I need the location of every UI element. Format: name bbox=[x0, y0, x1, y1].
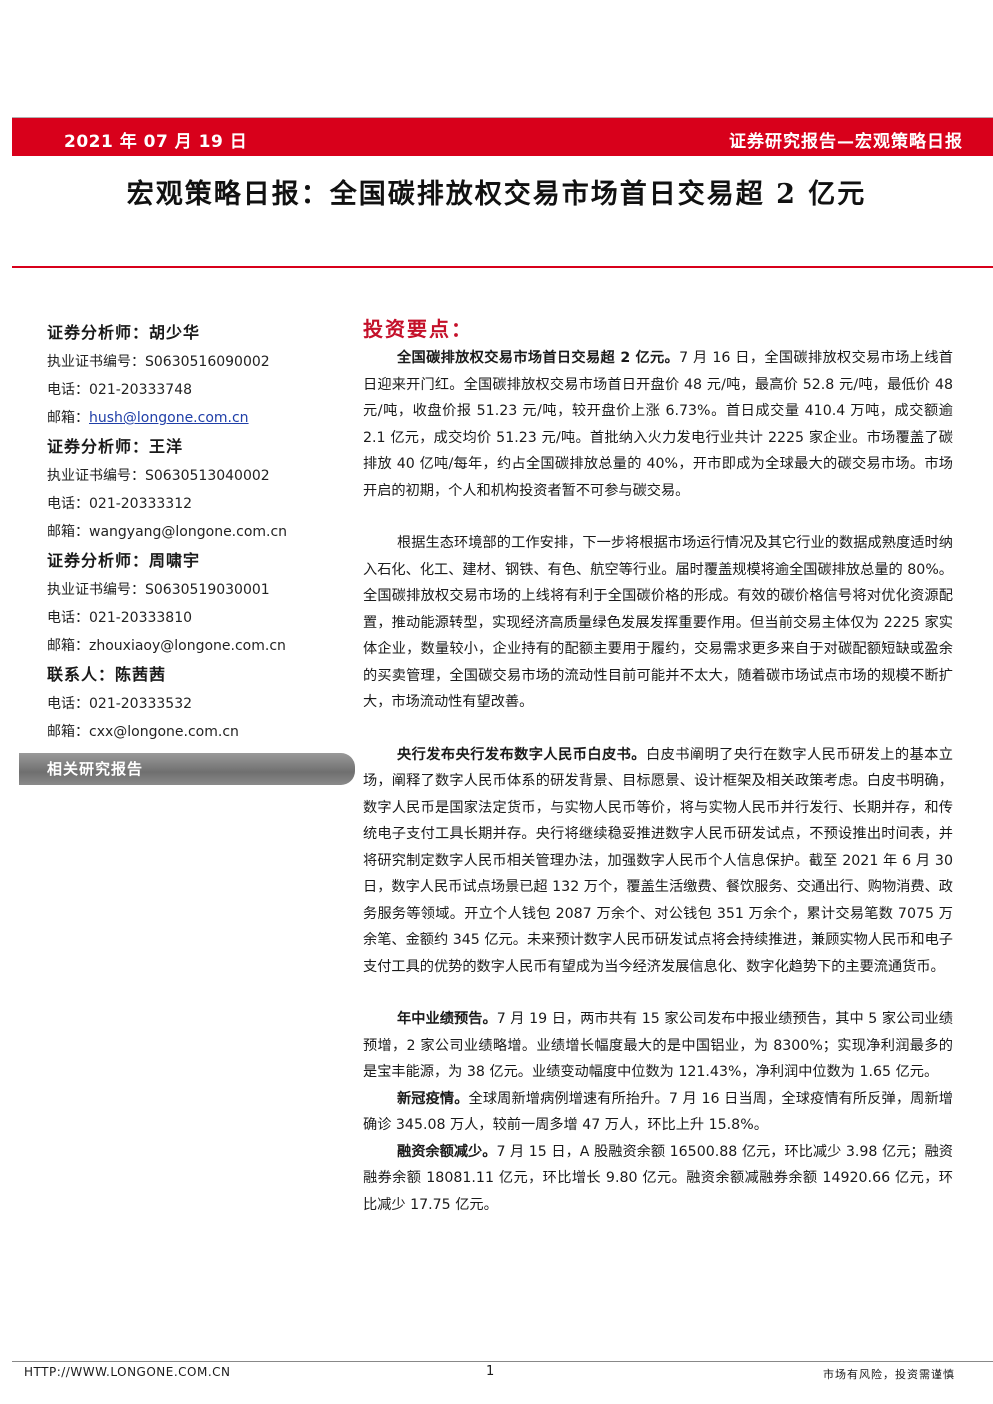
email-label: 邮箱： bbox=[47, 638, 89, 654]
paragraph-heading: 新冠疫情。 bbox=[397, 1090, 469, 1107]
report-title: 宏观策略日报：全国碳排放权交易市场首日交易超 2 亿元 bbox=[126, 179, 867, 210]
footer-url: HTTP://WWW.LONGONE.COM.CN bbox=[24, 1365, 231, 1379]
paragraph-digital-rmb: 央行发布央行发布数字人民币白皮书。白皮书阐明了央行在数字人民币研发上的基本立场，… bbox=[363, 742, 953, 981]
analyst-name: 证券分析师：王洋 bbox=[47, 437, 184, 456]
report-series: 证券研究报告—宏观策略日报 bbox=[729, 132, 963, 152]
paragraph-body: 根据生态环境部的工作安排，下一步将根据市场运行情况及其它行业的数据成熟度适时纳入… bbox=[363, 535, 953, 710]
header-band: 2021 年 07 月 19 日 证券研究报告—宏观策略日报 bbox=[12, 118, 993, 156]
footer-divider bbox=[12, 1361, 993, 1362]
paragraph-earnings: 年中业绩预告。7 月 19 日，两市共有 15 家公司发布中报业绩预告，其中 5… bbox=[363, 1006, 953, 1086]
report-date: 2021 年 07 月 19 日 bbox=[64, 132, 248, 152]
paragraph-heading: 年中业绩预告。 bbox=[397, 1011, 497, 1027]
email-label: 邮箱： bbox=[47, 410, 89, 426]
contact-name: 联系人：陈茜茜 bbox=[47, 665, 167, 684]
paragraph-body: 7 月 16 日，全国碳排放权交易市场上线首日迎来开门红。全国碳排放权交易市场首… bbox=[363, 350, 953, 499]
contact-email: cxx@longone.com.cn bbox=[89, 724, 239, 740]
analyst-email: wangyang@longone.com.cn bbox=[89, 524, 288, 540]
related-reports-header: 相关研究报告 bbox=[19, 753, 355, 785]
contact-block: 联系人：陈茜茜 电话：021-20333532 邮箱：cxx@longone.c… bbox=[47, 660, 347, 746]
analyst-block: 证券分析师：周啸宇 执业证书编号：S0630519030001 电话：021-2… bbox=[47, 546, 347, 660]
paragraph-carbon-outlook: 根据生态环境部的工作安排，下一步将根据市场运行情况及其它行业的数据成熟度适时纳入… bbox=[363, 530, 953, 716]
paragraph-heading: 融资余额减少。 bbox=[397, 1143, 497, 1160]
paragraph-heading: 央行发布央行发布数字人民币白皮书。 bbox=[397, 746, 646, 763]
analyst-name: 证券分析师：周啸宇 bbox=[47, 551, 201, 570]
contact-email-line: 邮箱：cxx@longone.com.cn bbox=[47, 718, 347, 746]
email-label: 邮箱： bbox=[47, 724, 89, 740]
analyst-email-line: 邮箱：zhouxiaoy@longone.com.cn bbox=[47, 632, 347, 660]
analyst-name: 证券分析师：胡少华 bbox=[47, 323, 201, 342]
title-divider bbox=[12, 266, 993, 268]
analyst-license: 执业证书编号：S0630513040002 bbox=[47, 468, 270, 484]
risk-disclaimer: 市场有风险，投资需谨慎 bbox=[823, 1368, 955, 1381]
analyst-license: 执业证书编号：S0630516090002 bbox=[47, 354, 270, 370]
paragraph-margin-balance: 融资余额减少。7 月 15 日，A 股融资余额 16500.88 亿元，环比减少… bbox=[363, 1139, 953, 1219]
analyst-license: 执业证书编号：S0630519030001 bbox=[47, 582, 270, 598]
paragraph-heading: 全国碳排放权交易市场首日交易超 2 亿元。 bbox=[397, 350, 680, 366]
paragraph-body: 全球周新增病例增速有所抬升。7 月 16 日当周，全球疫情有所反弹，周新增确诊 … bbox=[363, 1090, 953, 1134]
analyst-email-link[interactable]: hush@longone.com.cn bbox=[89, 410, 249, 426]
top-divider bbox=[12, 117, 993, 118]
paragraph-covid: 新冠疫情。全球周新增病例增速有所抬升。7 月 16 日当周，全球疫情有所反弹，周… bbox=[363, 1086, 953, 1139]
analyst-sidebar: 证券分析师：胡少华 执业证书编号：S0630516090002 电话：021-2… bbox=[47, 318, 347, 746]
paragraph-spacer bbox=[363, 716, 953, 742]
section-title: 投资要点： bbox=[363, 317, 473, 341]
paragraph-body: 7 月 19 日，两市共有 15 家公司发布中报业绩预告，其中 5 家公司业绩预… bbox=[363, 1011, 953, 1080]
analyst-email-line: 邮箱：wangyang@longone.com.cn bbox=[47, 518, 347, 546]
analyst-phone: 电话：021-20333312 bbox=[47, 496, 193, 512]
contact-phone: 电话：021-20333532 bbox=[47, 696, 193, 712]
analyst-email-line: 邮箱：hush@longone.com.cn bbox=[47, 404, 347, 432]
main-content: 投资要点： 全国碳排放权交易市场首日交易超 2 亿元。7 月 16 日，全国碳排… bbox=[363, 313, 953, 1218]
paragraph-body: 白皮书阐明了央行在数字人民币研发上的基本立场，阐释了数字人民币体系的研发背景、目… bbox=[363, 746, 953, 975]
analyst-phone: 电话：021-20333748 bbox=[47, 382, 193, 398]
paragraph-body: 7 月 15 日，A 股融资余额 16500.88 亿元，环比减少 3.98 亿… bbox=[363, 1143, 953, 1213]
analyst-email: zhouxiaoy@longone.com.cn bbox=[89, 638, 286, 654]
analyst-block: 证券分析师：王洋 执业证书编号：S0630513040002 电话：021-20… bbox=[47, 432, 347, 546]
paragraph-carbon-market: 全国碳排放权交易市场首日交易超 2 亿元。7 月 16 日，全国碳排放权交易市场… bbox=[363, 345, 953, 504]
email-label: 邮箱： bbox=[47, 524, 89, 540]
analyst-block: 证券分析师：胡少华 执业证书编号：S0630516090002 电话：021-2… bbox=[47, 318, 347, 432]
page-number: 1 bbox=[486, 1364, 495, 1379]
paragraph-spacer bbox=[363, 504, 953, 530]
analyst-phone: 电话：021-20333810 bbox=[47, 610, 193, 626]
paragraph-spacer bbox=[363, 980, 953, 1006]
